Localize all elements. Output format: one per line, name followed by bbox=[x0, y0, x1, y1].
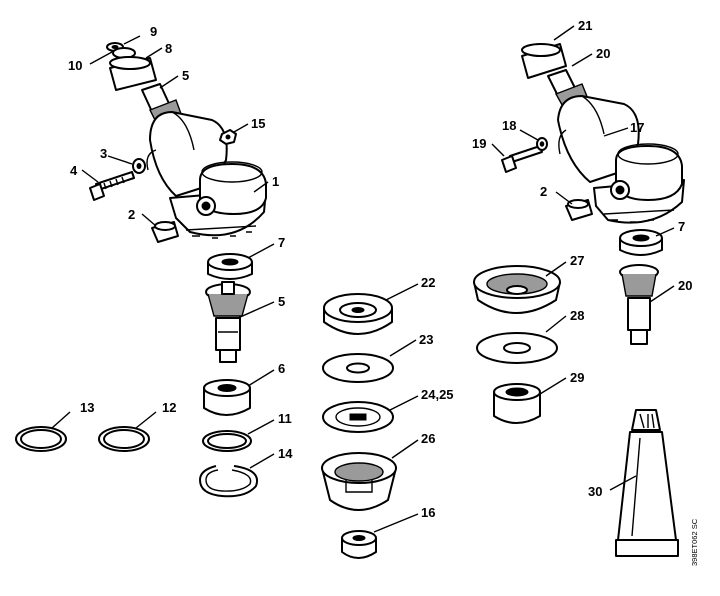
washer-23[interactable] bbox=[322, 353, 394, 383]
screw-4[interactable] bbox=[89, 171, 135, 201]
callout-7-right: 7 bbox=[678, 219, 685, 234]
callout-26: 26 bbox=[421, 431, 435, 446]
bevel-gear-20[interactable] bbox=[619, 264, 659, 345]
callout-23: 23 bbox=[419, 332, 433, 347]
sleeve-29[interactable] bbox=[493, 383, 541, 424]
callout-20-top: 20 bbox=[596, 46, 610, 61]
callout-5-top: 5 bbox=[182, 68, 189, 83]
ball-bearing-7-left[interactable] bbox=[207, 253, 253, 280]
plug-2-right[interactable] bbox=[565, 199, 593, 221]
bevel-gear-5[interactable] bbox=[205, 281, 251, 363]
callout-28: 28 bbox=[570, 308, 584, 323]
callout-24-25: 24,25 bbox=[421, 387, 454, 402]
callout-19: 19 bbox=[472, 136, 486, 151]
callout-2-right: 2 bbox=[540, 184, 547, 199]
callout-1: 1 bbox=[272, 174, 279, 189]
callout-7-left: 7 bbox=[278, 235, 285, 250]
gear-housing-cup-27[interactable] bbox=[473, 265, 561, 314]
callout-20: 20 bbox=[678, 278, 692, 293]
callout-10: 10 bbox=[68, 58, 82, 73]
thrust-plate-22[interactable] bbox=[323, 293, 393, 335]
screw-19[interactable] bbox=[501, 145, 543, 173]
sleeve-21[interactable] bbox=[521, 43, 567, 79]
callout-17: 17 bbox=[630, 120, 644, 135]
callout-13: 13 bbox=[80, 400, 94, 415]
washer-28[interactable] bbox=[476, 332, 558, 364]
callout-29: 29 bbox=[570, 370, 584, 385]
callout-21: 21 bbox=[578, 18, 592, 33]
washer-3[interactable] bbox=[132, 158, 146, 174]
callout-2-left: 2 bbox=[128, 207, 135, 222]
gear-head-housing-1[interactable] bbox=[146, 111, 267, 239]
callout-16: 16 bbox=[421, 505, 435, 520]
gear-head-housing-17[interactable] bbox=[557, 95, 685, 224]
callout-4: 4 bbox=[70, 163, 78, 178]
circlip-14[interactable] bbox=[199, 465, 258, 498]
ring-13[interactable] bbox=[15, 426, 67, 452]
ball-bearing-6[interactable] bbox=[203, 379, 251, 416]
plug-2-left[interactable] bbox=[151, 221, 179, 243]
nut-16[interactable] bbox=[341, 530, 377, 559]
callout-9: 9 bbox=[150, 24, 157, 39]
callout-6: 6 bbox=[278, 361, 285, 376]
ring-11[interactable] bbox=[202, 430, 252, 452]
callout-27: 27 bbox=[570, 253, 584, 268]
drawing-code: 398ET062 SC bbox=[690, 518, 699, 566]
leader-lines bbox=[51, 25, 675, 533]
ring-12[interactable] bbox=[98, 426, 150, 452]
callout-11: 11 bbox=[278, 411, 292, 426]
ball-bearing-7-right[interactable] bbox=[619, 229, 663, 256]
thrust-washer-24-25[interactable] bbox=[322, 401, 394, 433]
nut-15[interactable] bbox=[219, 129, 237, 145]
callout-18: 18 bbox=[502, 118, 516, 133]
callout-12: 12 bbox=[162, 400, 176, 415]
callout-8: 8 bbox=[165, 41, 172, 56]
sleeve-8[interactable] bbox=[109, 56, 157, 91]
callout-15: 15 bbox=[251, 116, 265, 131]
callout-numbers: 9 10 8 5 15 3 4 1 2 7 5 6 11 14 13 12 22… bbox=[68, 18, 692, 520]
callout-30: 30 bbox=[588, 484, 602, 499]
thrust-cup-26[interactable] bbox=[321, 452, 397, 511]
callout-22: 22 bbox=[421, 275, 435, 290]
grease-tube-30[interactable] bbox=[615, 409, 679, 557]
callout-3: 3 bbox=[100, 146, 107, 161]
retaining-ring-9[interactable] bbox=[106, 42, 124, 52]
callout-14: 14 bbox=[278, 446, 293, 461]
callout-5: 5 bbox=[278, 294, 285, 309]
washer-18[interactable] bbox=[536, 137, 548, 151]
